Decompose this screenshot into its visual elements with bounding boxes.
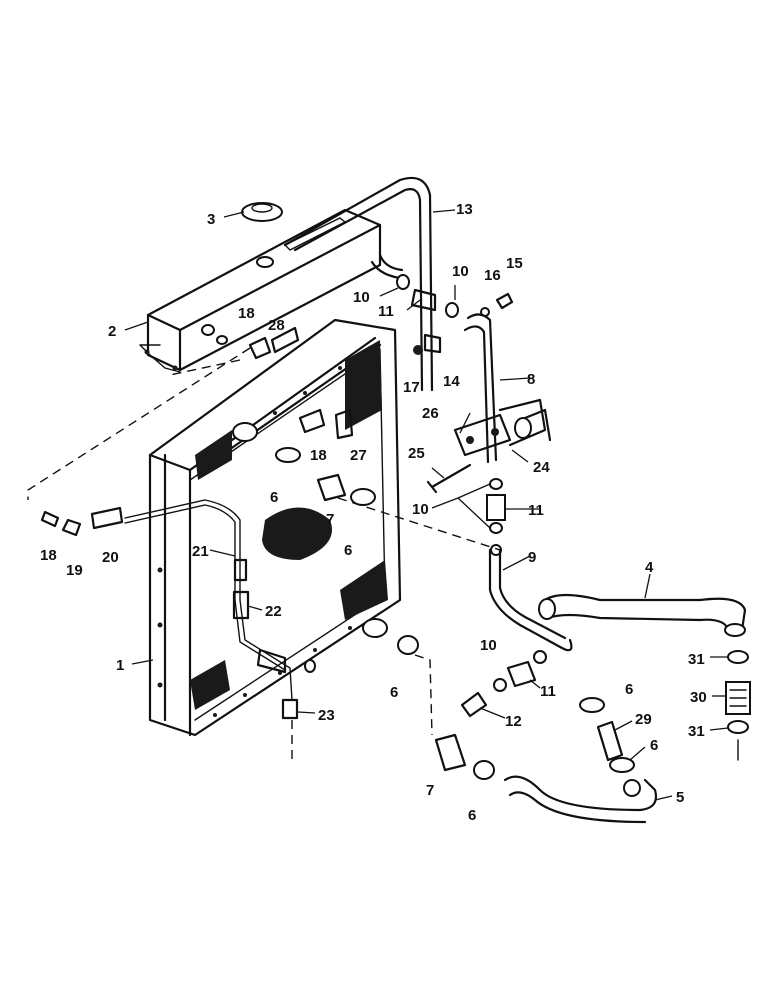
label-8: 8	[527, 371, 535, 388]
label-10b: 10	[452, 263, 469, 280]
clamp-6-a	[275, 447, 301, 463]
label-6e: 6	[625, 681, 633, 698]
fitting-22	[232, 590, 250, 620]
clamp-6-c	[397, 635, 419, 655]
label-24: 24	[533, 459, 550, 476]
label-17: 17	[403, 379, 420, 396]
hose-29	[579, 697, 635, 773]
hose-4	[543, 593, 747, 632]
fitting-20	[90, 506, 124, 530]
clamp-6-b	[350, 488, 376, 506]
clamp-6-d	[473, 760, 495, 780]
middle-hose-11	[486, 478, 506, 556]
label-22: 22	[265, 603, 282, 620]
assembly-guide-lines	[27, 347, 501, 760]
label-10c: 10	[412, 501, 429, 518]
fitting-18-tank	[248, 336, 272, 360]
label-27: 27	[350, 447, 367, 464]
fitting-18-left	[40, 510, 60, 528]
bolt-25	[426, 463, 472, 494]
label-6d: 6	[468, 807, 476, 824]
label-5: 5	[676, 789, 684, 806]
label-31b: 31	[688, 723, 705, 740]
label-28: 28	[268, 317, 285, 334]
thermostat-housing	[453, 398, 552, 457]
bolt-15	[495, 292, 514, 310]
upper-hose-11	[396, 274, 459, 318]
label-10d: 10	[480, 637, 497, 654]
label-10a: 10	[353, 289, 370, 306]
label-12: 12	[505, 713, 522, 730]
callout-labels: 1 2 3 4 5 6 6 6 6 6 6 7 7 8 9 10 10 10 1…	[40, 201, 707, 824]
label-30: 30	[690, 689, 707, 706]
label-16: 16	[484, 267, 501, 284]
clip-14	[423, 333, 442, 354]
label-21: 21	[192, 543, 209, 560]
label-14: 14	[443, 373, 460, 390]
label-18a: 18	[238, 305, 255, 322]
label-19: 19	[66, 562, 83, 579]
label-7b: 7	[426, 782, 434, 799]
label-18c: 18	[40, 547, 57, 564]
label-23: 23	[318, 707, 335, 724]
label-1: 1	[116, 657, 124, 674]
label-6f: 6	[650, 737, 658, 754]
fitting-12	[460, 691, 488, 718]
label-9: 9	[528, 549, 536, 566]
hose-stack-30-31	[725, 650, 751, 761]
fitting-21	[233, 558, 248, 582]
label-25: 25	[408, 445, 425, 462]
fitting-27	[334, 408, 354, 440]
label-13: 13	[456, 201, 473, 218]
expansion-tank	[139, 208, 382, 373]
leader-lines	[124, 209, 729, 801]
fitting-19	[61, 518, 82, 537]
label-2: 2	[108, 323, 116, 340]
label-11c: 11	[540, 683, 556, 700]
label-7a: 7	[326, 511, 334, 528]
label-4: 4	[645, 559, 654, 576]
fitting-28	[270, 326, 300, 354]
pipe-9	[488, 548, 573, 652]
label-15: 15	[506, 255, 523, 272]
label-18b: 18	[310, 447, 327, 464]
pipe-8	[466, 313, 498, 462]
hose-5	[503, 775, 658, 812]
nut-17	[413, 345, 423, 355]
label-31a: 31	[688, 651, 705, 668]
fitting-18-core	[298, 408, 326, 434]
radiator-bolt-holes	[157, 346, 372, 717]
fitting-23	[281, 698, 299, 720]
lower-hose-11	[493, 650, 547, 692]
label-29: 29	[635, 711, 652, 728]
label-20: 20	[102, 549, 119, 566]
drain-line	[124, 499, 293, 701]
hose-7-upper	[316, 473, 347, 502]
label-3: 3	[207, 211, 215, 228]
upper-outlet-stub	[232, 422, 258, 442]
label-6b: 6	[344, 542, 352, 559]
label-6a: 6	[270, 489, 278, 506]
label-11b: 11	[528, 502, 544, 519]
lower-outlet-stub	[362, 618, 388, 638]
overflow-pipe	[283, 176, 434, 392]
label-6c: 6	[390, 684, 398, 701]
radiator-cap	[241, 202, 283, 222]
radiator	[148, 318, 402, 737]
label-26: 26	[422, 405, 439, 422]
hose-7-lower	[434, 733, 467, 772]
label-11a: 11	[378, 303, 394, 320]
